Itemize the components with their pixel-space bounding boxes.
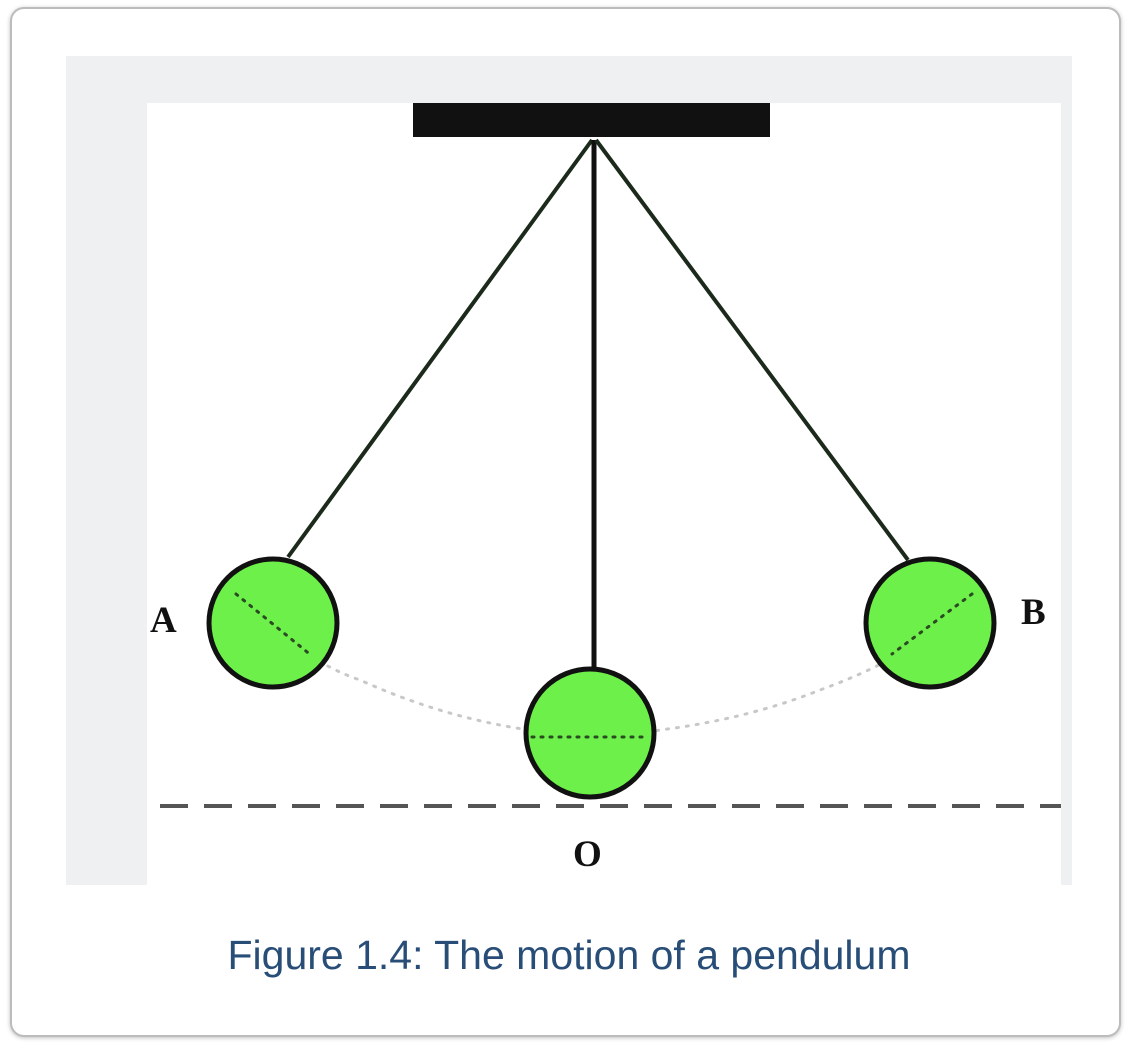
label-o: O bbox=[573, 834, 602, 875]
label-b: B bbox=[1021, 592, 1046, 633]
figure-caption: Figure 1.4: The motion of a pendulum bbox=[227, 932, 911, 978]
string-right bbox=[594, 138, 910, 562]
string-left bbox=[286, 138, 594, 559]
bob-center bbox=[523, 666, 657, 800]
bob-left-dotted-line bbox=[234, 592, 314, 658]
bob-right-dotted-line bbox=[890, 592, 974, 656]
bob-right bbox=[863, 556, 997, 690]
support-bar bbox=[413, 103, 770, 137]
pendulum-diagram: A B O bbox=[147, 103, 1061, 885]
label-a: A bbox=[150, 600, 177, 641]
